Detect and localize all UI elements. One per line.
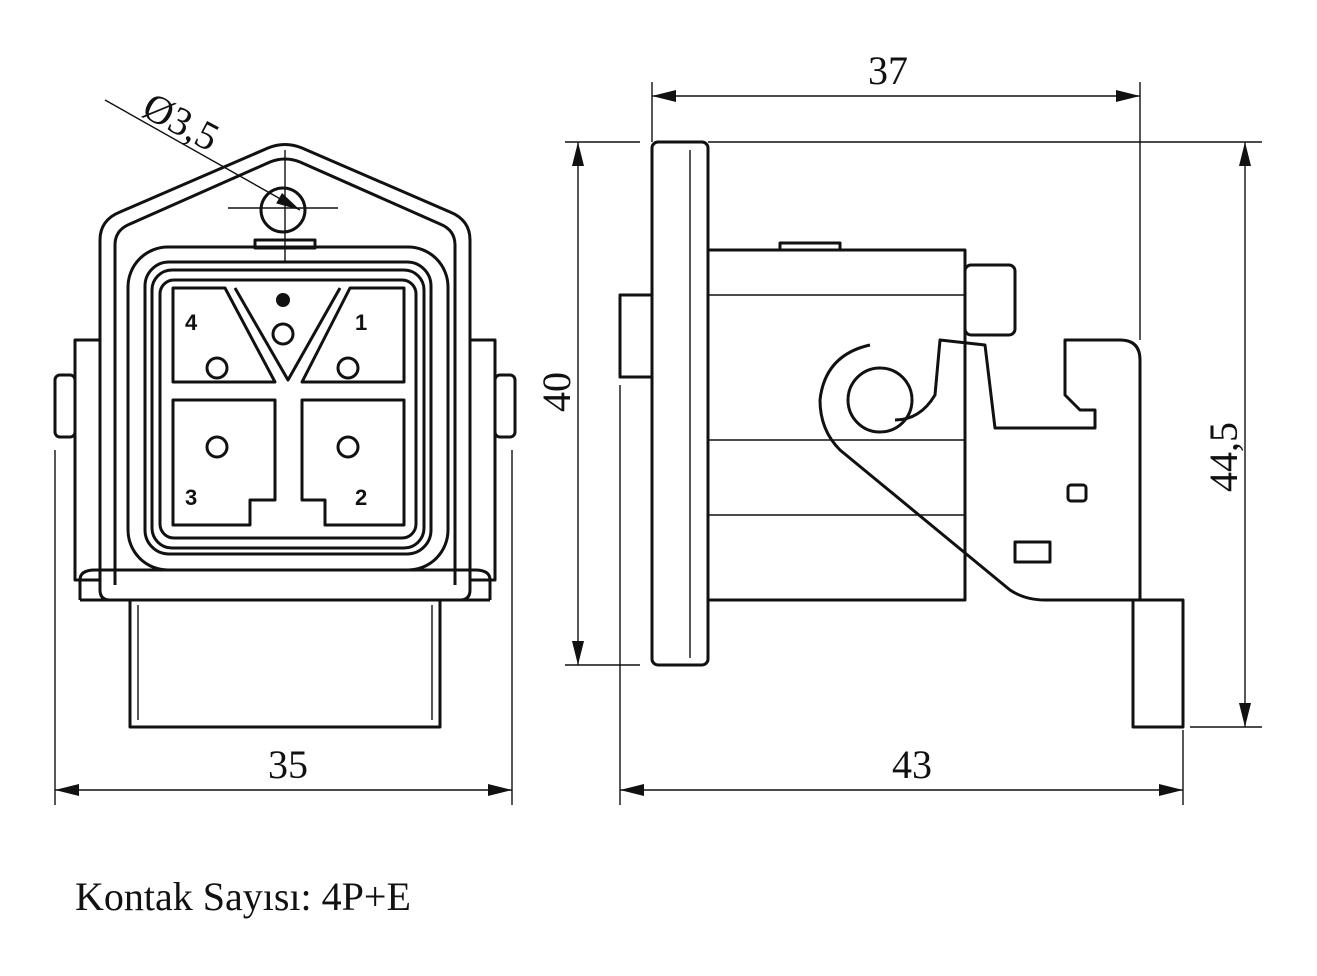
dim-43-label: 43	[892, 742, 932, 787]
mounting-hole	[259, 186, 307, 234]
pin-label-4: 4	[185, 310, 198, 335]
earth-contact-hole	[271, 322, 295, 346]
side-view: 37 40 44,5 43	[534, 48, 1262, 805]
pin-label-3: 3	[185, 485, 197, 510]
contact-2-hole	[336, 435, 360, 459]
contact-4-hole	[205, 356, 229, 380]
pin-label-1: 1	[355, 310, 367, 335]
dim-37-label: 37	[868, 48, 908, 93]
front-view: 4 1 3 2 Ø3,5 35	[53, 83, 517, 805]
earth-symbol-icon	[276, 293, 290, 307]
hole-diameter-label: Ø3,5	[136, 83, 227, 160]
dim-40-label: 40	[534, 372, 579, 412]
contact-1-hole	[336, 356, 360, 380]
contact-count-caption: Kontak Sayısı: 4P+E	[75, 874, 411, 919]
pin-label-2: 2	[355, 485, 367, 510]
contact-3-hole	[205, 435, 229, 459]
dim-35-label: 35	[268, 742, 308, 787]
dim-44-5-label: 44,5	[1201, 422, 1246, 492]
